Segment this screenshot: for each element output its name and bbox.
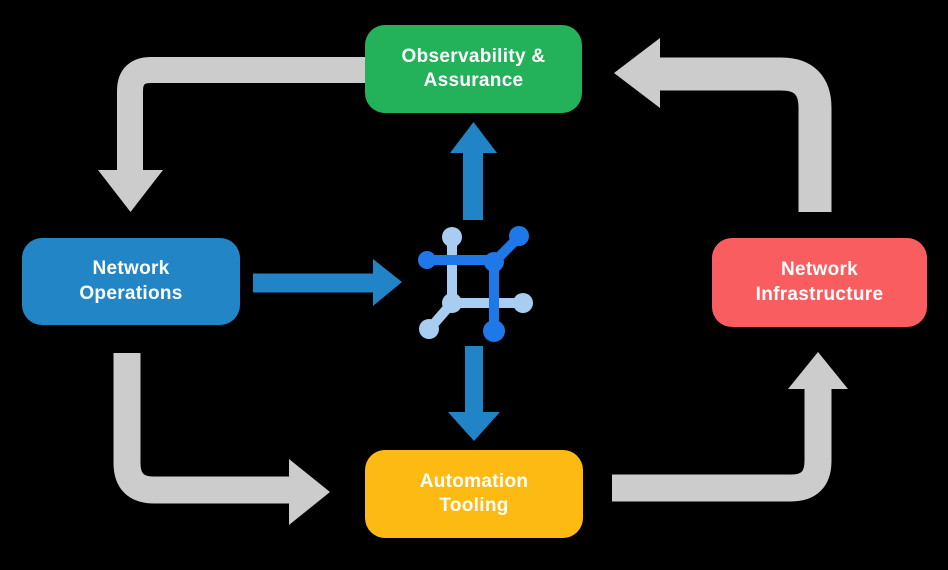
node-automation-tooling: Automation Tooling (365, 450, 583, 538)
icon-light-node-top (442, 227, 462, 247)
arrow-head-down-icon (448, 412, 500, 441)
node-label-line2: Infrastructure (755, 283, 884, 305)
cycle-arrow-observability-to-operations (98, 57, 368, 212)
arrow-head-up-icon (788, 352, 848, 389)
icon-light-node-bottom-left (419, 319, 439, 339)
node-label-line1: Network (780, 259, 859, 281)
node-label-line2: Operations (79, 282, 183, 304)
arrow-shaft (113, 353, 290, 504)
node-label-line1: Network (92, 258, 170, 280)
node-network-infrastructure: Network Infrastructure (712, 238, 927, 327)
icon-dark-node-left (418, 251, 436, 269)
arrow-shaft (659, 57, 832, 212)
flow-arrow-center-to-automation (448, 346, 500, 441)
arrow-head-up-icon (450, 122, 497, 153)
icon-light-node-corner (442, 293, 462, 313)
cycle-arrow-infrastructure-to-observability (614, 38, 832, 212)
arrow-head-right-icon (373, 259, 402, 306)
arrow-head-right-icon (289, 459, 330, 525)
icon-dark-node-bottom (483, 320, 505, 342)
arrow-shaft (117, 57, 368, 171)
flow-arrow-operations-to-center (253, 259, 402, 306)
node-label-line2: Assurance (423, 70, 524, 91)
node-label-line1: Observability & (401, 45, 546, 67)
cycle-arrow-operations-to-automation (113, 353, 330, 525)
node-label-line2: Tooling (439, 495, 509, 516)
network-mesh-icon (418, 226, 533, 342)
flow-arrow-center-to-observability (450, 122, 497, 220)
node-observability-assurance: Observability & Assurance (365, 25, 582, 113)
arrow-head-down-icon (98, 170, 163, 212)
icon-dark-node-corner (484, 252, 504, 272)
node-label-line1: Automation (419, 470, 529, 492)
cycle-arrow-automation-to-infrastructure (612, 352, 848, 502)
arrow-head-left-icon (614, 38, 660, 108)
icon-dark-node-top-right (509, 226, 529, 246)
node-network-operations: Network Operations (22, 238, 240, 325)
icon-light-node-right (513, 293, 533, 313)
arrow-shaft (612, 389, 832, 502)
